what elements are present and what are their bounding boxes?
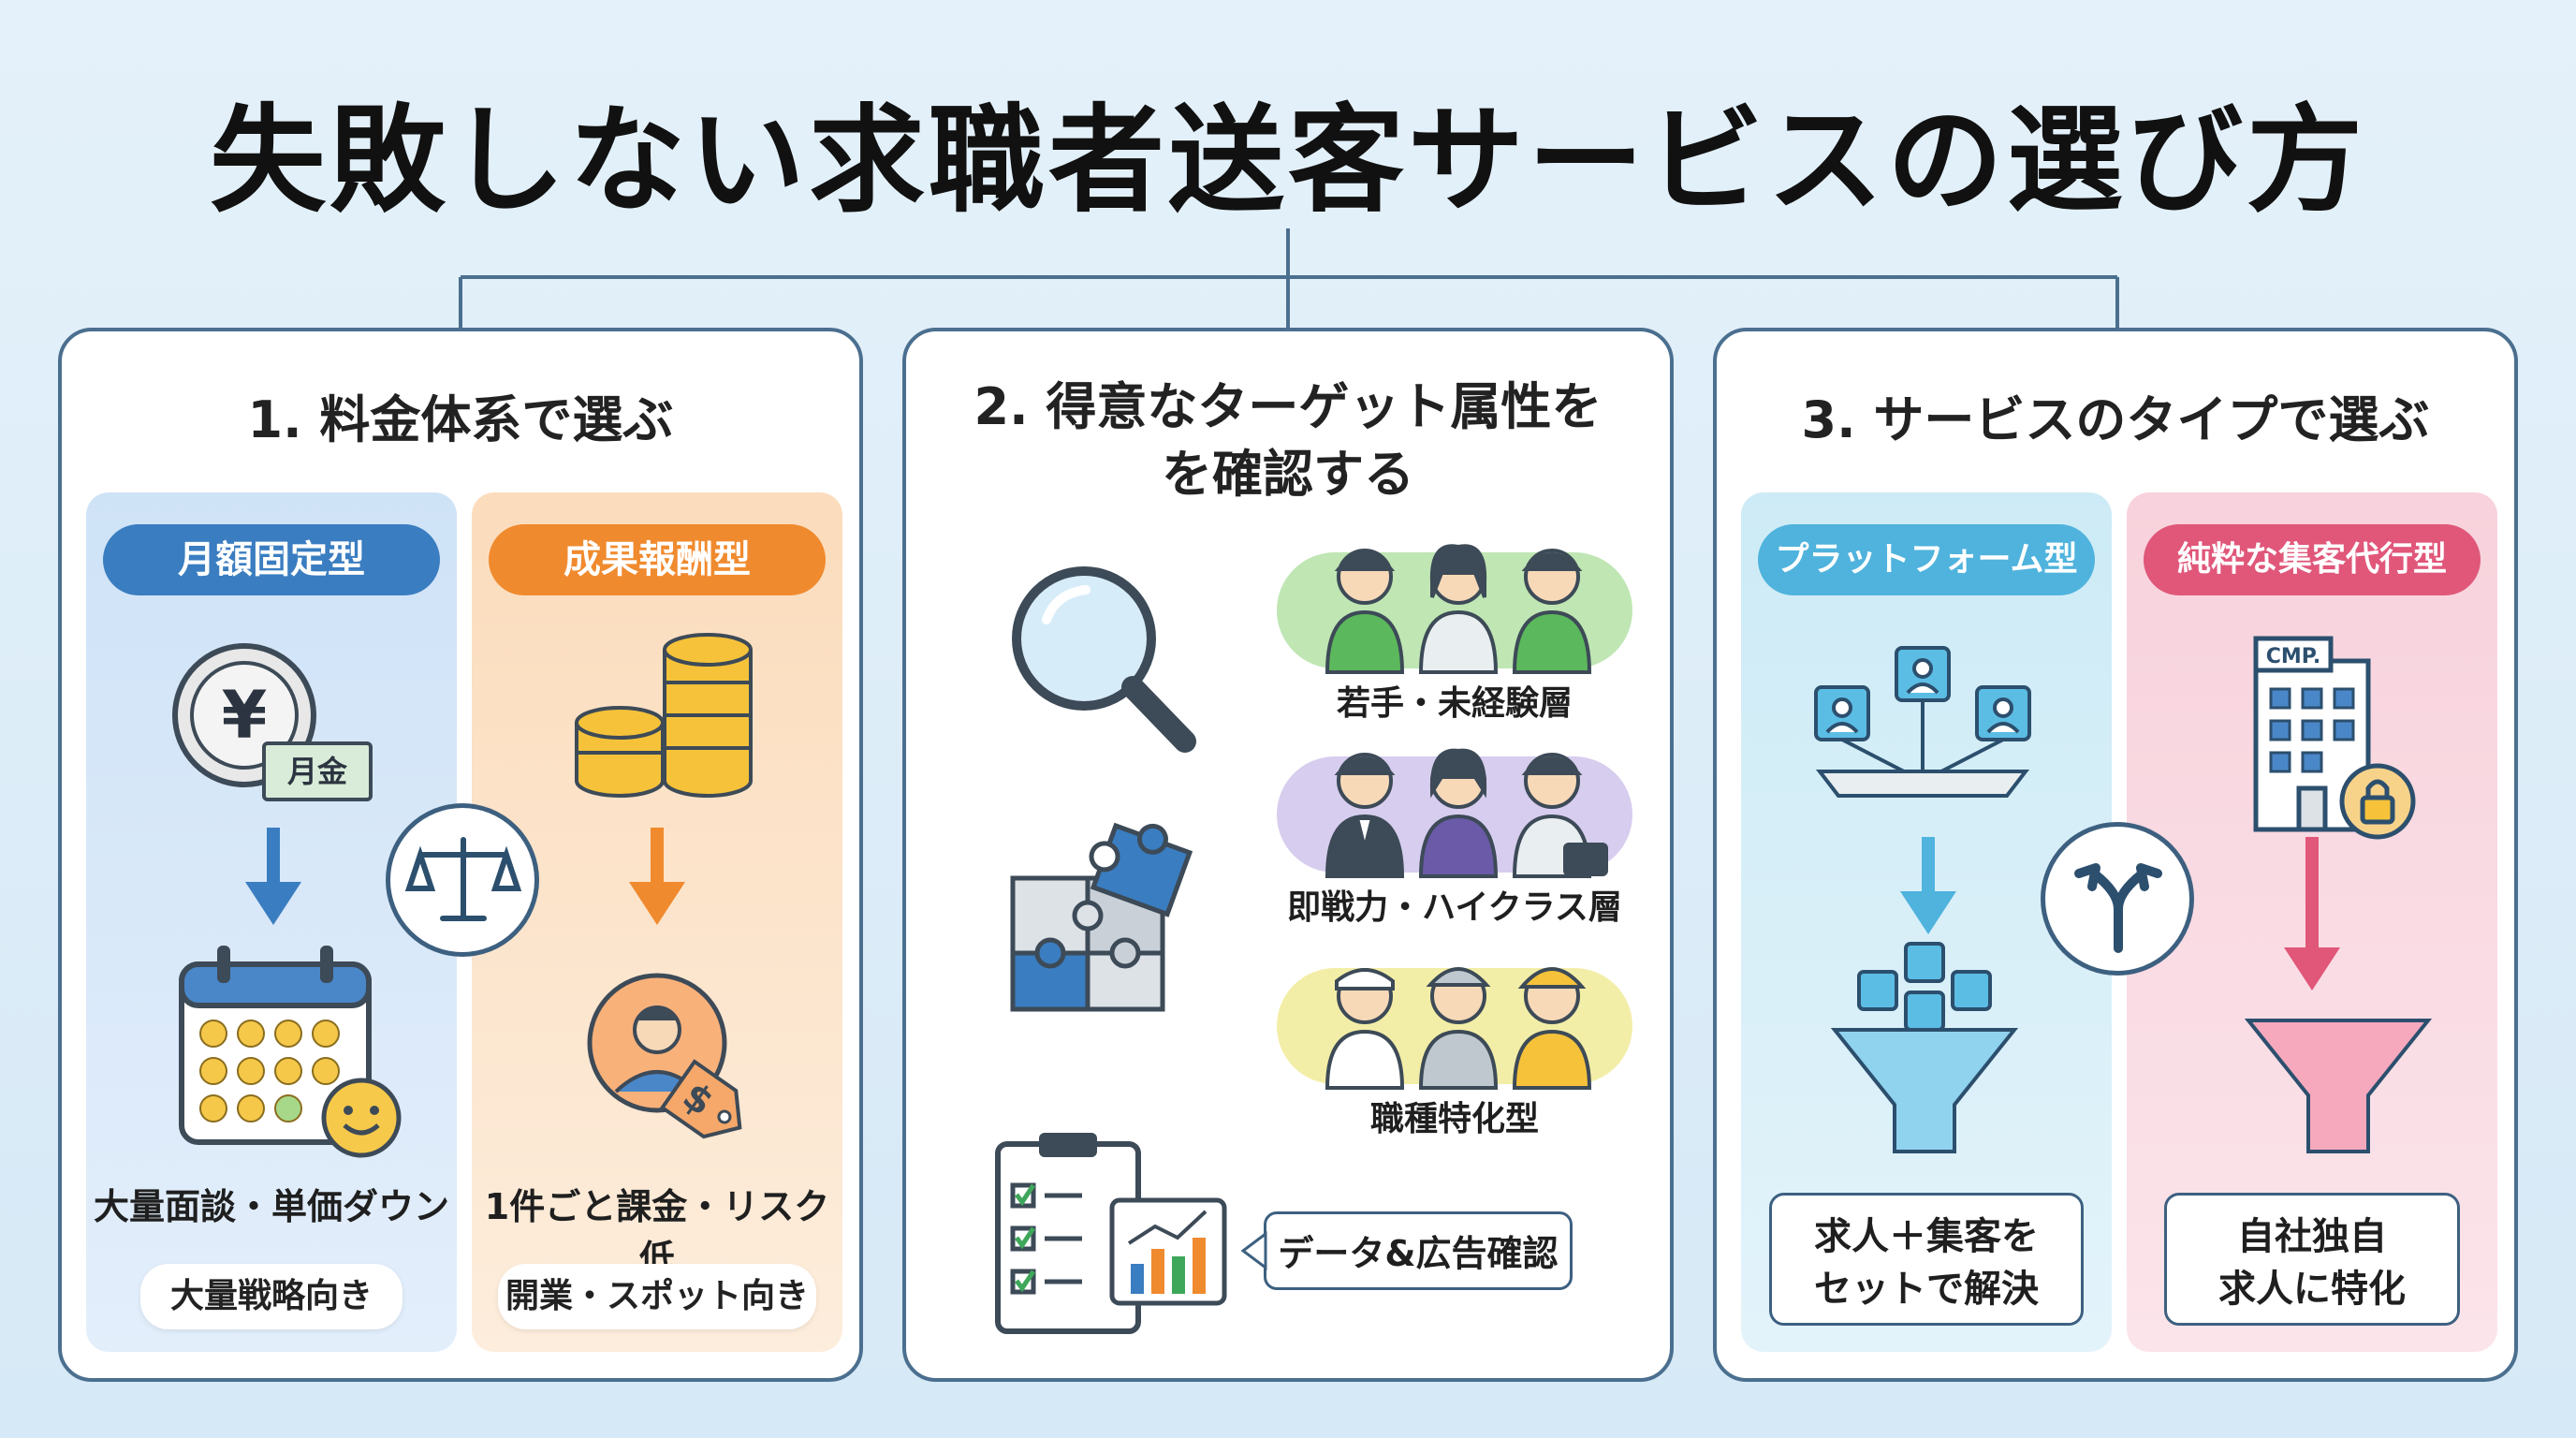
agency-summary-line1: 自社独自 bbox=[2237, 1215, 2387, 1258]
arrow-down-icon bbox=[629, 828, 685, 925]
label-job-specialized: 職種特化型 bbox=[1369, 1100, 1539, 1138]
building-label: CMP. bbox=[2266, 645, 2320, 668]
arrow-down-icon bbox=[2284, 837, 2340, 990]
label-senior-highclass: 即戦力・ハイクラス層 bbox=[1287, 888, 1622, 927]
people-young-icon bbox=[1325, 544, 1592, 674]
panel-heading-service-type: 3. サービスのタイプで選ぶ bbox=[1801, 390, 2430, 449]
label-young-inexperienced: 若手・未経験層 bbox=[1336, 684, 1573, 723]
platform-summary-line1: 求人＋集客を bbox=[1814, 1215, 2039, 1258]
magnifier-icon bbox=[1012, 566, 1196, 753]
panel-heading-pricing: 1. 料金体系で選ぶ bbox=[247, 390, 674, 449]
pill-monthly-fixed: 月額固定型 bbox=[103, 524, 440, 595]
data-ad-check-box: データ&広告確認 bbox=[1264, 1211, 1573, 1290]
panel-pricing: 1. 料金体系で選ぶ 月額固定型 成果報酬型 ¥ 月金 大量面談・単価ダウン 大… bbox=[58, 328, 863, 1382]
agency-summary-box: 自社独自 求人に特化 bbox=[2164, 1193, 2460, 1326]
person-price-tag-icon: $ bbox=[587, 973, 742, 1139]
column-monthly bbox=[86, 492, 457, 1352]
coin-stack-icon bbox=[575, 633, 753, 798]
data-ad-check-label: データ&広告確認 bbox=[1278, 1233, 1559, 1274]
yen-symbol: ¥ bbox=[222, 677, 268, 754]
caption-monthly: 大量面談・単価ダウン bbox=[93, 1186, 449, 1227]
clipboard-chart-icon bbox=[995, 1133, 1227, 1334]
scale-icon bbox=[404, 837, 522, 921]
platform-tray-icon bbox=[1814, 646, 2031, 798]
chip-mass-strategy: 大量戦略向き bbox=[140, 1264, 402, 1329]
pill-platform: プラットフォーム型 bbox=[1758, 524, 2095, 595]
people-workers-icon bbox=[1325, 967, 1592, 1090]
panel-heading-target-line2: を確認する bbox=[1162, 445, 1414, 504]
chip-startup-spot: 開業・スポット向き bbox=[498, 1264, 816, 1329]
agency-summary-line2: 求人に特化 bbox=[2218, 1268, 2406, 1311]
people-funnel-icon bbox=[1830, 942, 2019, 1153]
fork-arrows-icon bbox=[2074, 863, 2162, 953]
pill-pure-agency: 純粋な集客代行型 bbox=[2144, 524, 2481, 595]
funnel-icon bbox=[2244, 1019, 2433, 1153]
company-building-icon: CMP. bbox=[2253, 636, 2416, 840]
panel-heading-target-line1: 2. 得意なターゲット属性を bbox=[973, 377, 1603, 436]
calendar-smiles-icon bbox=[179, 946, 402, 1158]
people-business-icon bbox=[1325, 748, 1608, 878]
bill-icon: 月金 bbox=[262, 741, 373, 801]
pointer-notch bbox=[1240, 1231, 1267, 1270]
fork-ring bbox=[2041, 822, 2194, 976]
bill-label: 月金 bbox=[286, 754, 347, 789]
panel-service-type: 3. サービスのタイプで選ぶ プラットフォーム型 純粋な集客代行型 bbox=[1713, 328, 2518, 1382]
platform-summary-box: 求人＋集客を セットで解決 bbox=[1769, 1193, 2084, 1326]
arrow-down-icon bbox=[1900, 837, 1956, 934]
arrow-down-icon bbox=[245, 828, 301, 925]
scale-ring bbox=[386, 803, 539, 957]
puzzle-icon bbox=[1010, 822, 1193, 1012]
platform-summary-line2: セットで解決 bbox=[1814, 1268, 2039, 1311]
pill-success-fee: 成果報酬型 bbox=[489, 524, 826, 595]
panel-target: 2. 得意なターゲット属性を を確認する bbox=[902, 328, 1674, 1382]
page-title: 失敗しない求職者送客サービスの選び方 bbox=[209, 94, 2366, 228]
